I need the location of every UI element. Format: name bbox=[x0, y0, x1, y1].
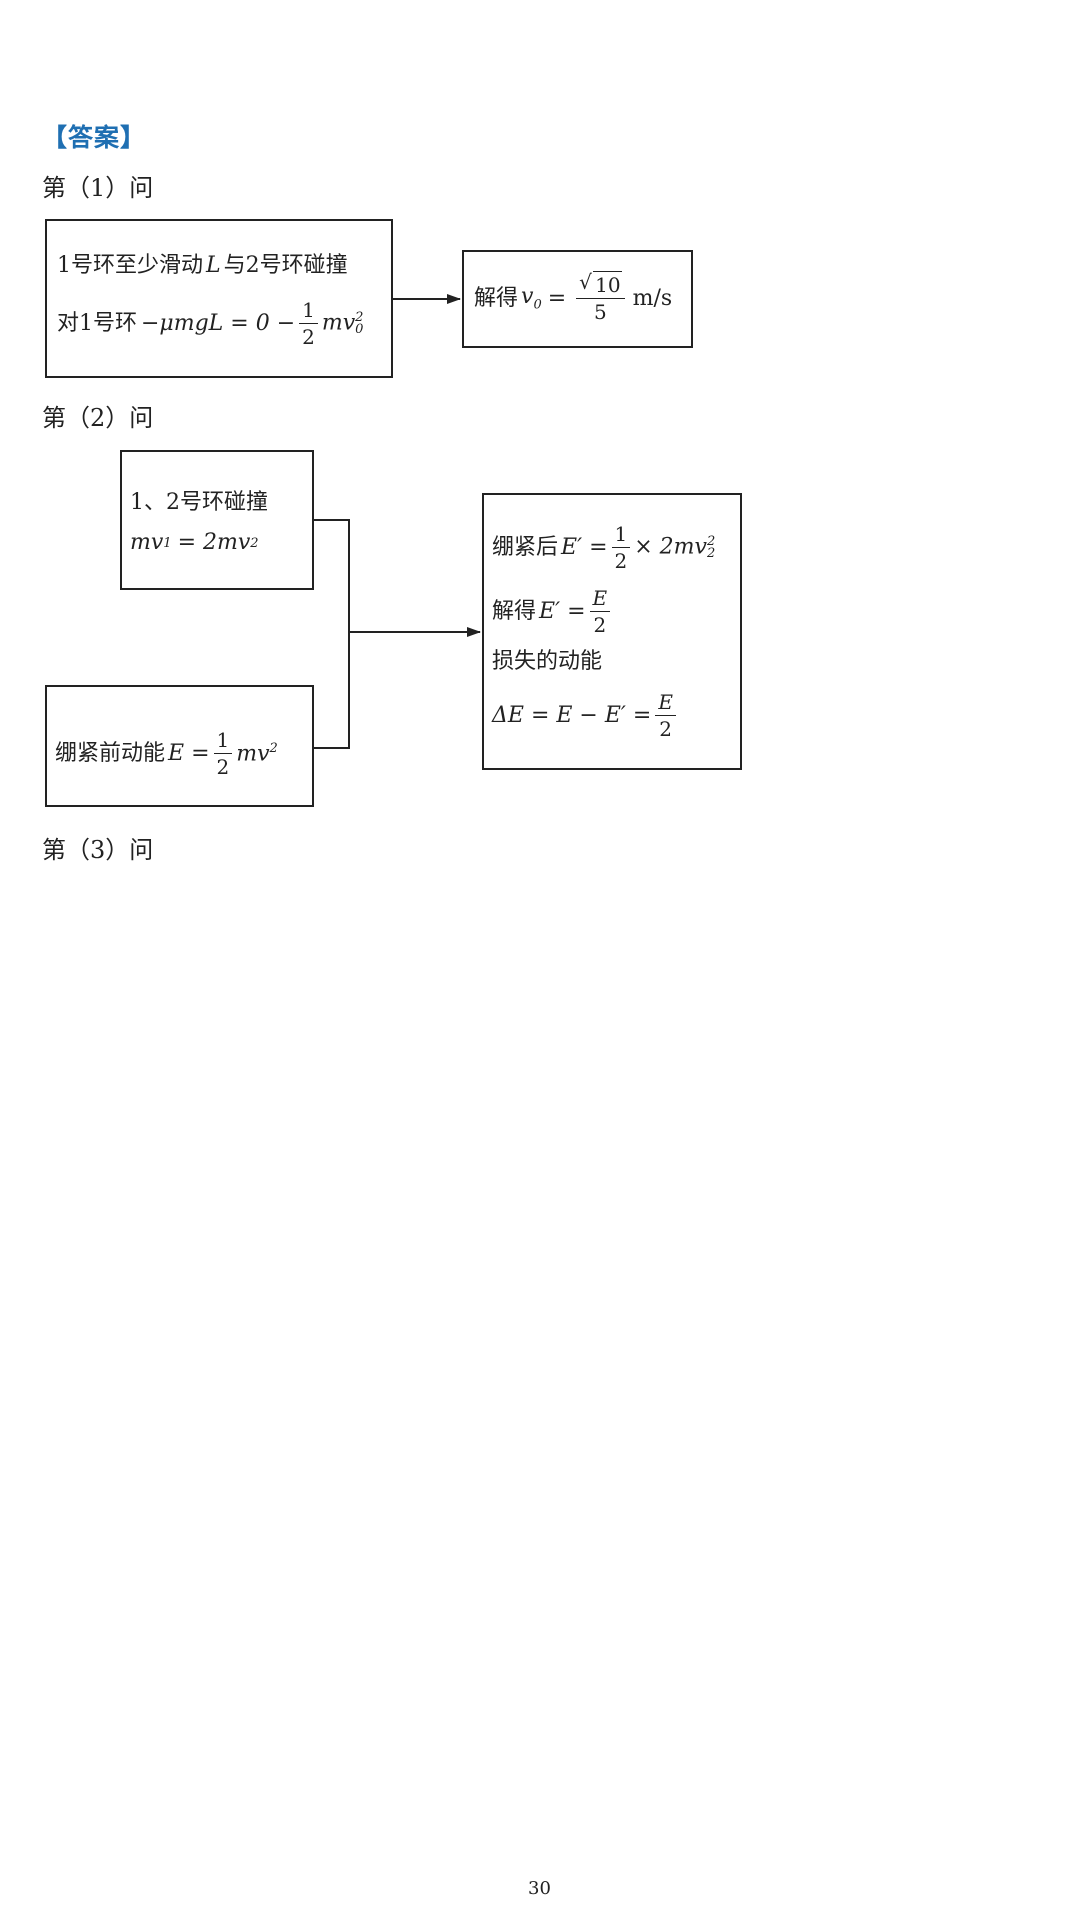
page-number: 30 bbox=[528, 1878, 551, 1899]
question-3-label: 第（3）问 bbox=[42, 836, 154, 864]
q1-equation-lhs: −μmgL = 0 − bbox=[141, 310, 296, 336]
radical-sign-icon: √ bbox=[579, 270, 592, 294]
q2-energy-after-fraction: 1 2 bbox=[611, 523, 631, 573]
q1-condition-tail: 与2号环碰撞 bbox=[223, 253, 348, 278]
equation-rhs: = 2mv bbox=[177, 530, 251, 555]
q2-energy-loss-equation: ΔE = E − E′ = bbox=[492, 702, 652, 728]
q1-condition-line-1: 1号环至少滑动 L 与2号环碰撞 bbox=[57, 255, 348, 277]
term-subscript: 2 bbox=[250, 535, 259, 551]
var-v: v bbox=[521, 283, 534, 309]
q1-result-unit: m/s bbox=[632, 285, 673, 311]
radicand: 10 bbox=[593, 271, 622, 297]
term-mv: mv bbox=[321, 310, 356, 336]
answer-heading: 【答案】 bbox=[42, 123, 147, 152]
fraction-denominator: 2 bbox=[593, 613, 607, 637]
equals-sign: = bbox=[547, 285, 567, 311]
kinetic-term: mv2 bbox=[236, 742, 278, 765]
q1-result-line: 解得 v0 = √10 5 m/s bbox=[474, 270, 673, 324]
q2-bracket-line bbox=[314, 519, 350, 749]
q2-energy-before-text: 绷紧前动能 bbox=[55, 740, 166, 766]
q1-result-prefix: 解得 bbox=[474, 285, 519, 311]
q1-variable-L: L bbox=[206, 253, 221, 278]
q1-result-box: 解得 v0 = √10 5 m/s bbox=[462, 250, 693, 348]
fraction-denominator: 2 bbox=[302, 325, 315, 349]
var-subscript: 0 bbox=[533, 297, 542, 313]
q1-equation-prefix: 对1号环 bbox=[57, 310, 137, 336]
var-E-prime: E′ = bbox=[561, 534, 608, 560]
var-E-prime: E′ = bbox=[539, 598, 586, 624]
q2-solve-line: 解得 E′ = E 2 bbox=[492, 587, 614, 636]
term-superscript: 2 bbox=[269, 740, 278, 756]
square-root: √10 bbox=[579, 270, 622, 297]
term-mv: mv bbox=[130, 530, 164, 555]
q2-energy-loss-title: 损失的动能 bbox=[492, 649, 603, 674]
fraction-numerator: 1 bbox=[611, 523, 631, 548]
q2-energy-before-line: 绷紧前动能 E = 1 2 mv2 bbox=[55, 729, 278, 778]
term-2mv: × 2mv bbox=[634, 534, 707, 560]
q2-energy-loss-fraction: E 2 bbox=[655, 691, 676, 740]
fraction-numerator: E bbox=[655, 691, 676, 716]
q2-collision-title: 1、2号环碰撞 bbox=[130, 490, 268, 515]
fraction-numerator: 1 bbox=[213, 729, 233, 754]
q2-solve-text: 解得 bbox=[492, 598, 537, 624]
fraction-denominator: 2 bbox=[659, 717, 672, 741]
fraction-numerator: 1 bbox=[299, 299, 318, 324]
term-superscript: 2 bbox=[355, 309, 364, 325]
q2-energy-after-text: 绷紧后 bbox=[492, 534, 559, 560]
q1-condition-box: 1号环至少滑动 L 与2号环碰撞 对1号环 −μmgL = 0 − 1 2 mv… bbox=[45, 219, 393, 378]
q2-energy-before-fraction: 1 2 bbox=[213, 729, 233, 779]
fraction-denominator: 2 bbox=[614, 549, 628, 573]
term-subscript: 0 bbox=[355, 321, 364, 337]
q1-condition-text: 1号环至少滑动 bbox=[57, 253, 203, 278]
q1-result-fraction: √10 5 bbox=[576, 270, 625, 324]
question-2-label: 第（2）问 bbox=[42, 404, 154, 432]
q1-equation-fraction: 1 2 bbox=[299, 299, 318, 348]
q2-solve-fraction: E 2 bbox=[589, 587, 611, 637]
term-mv: mv bbox=[236, 741, 270, 767]
term-subscript: 1 bbox=[163, 535, 172, 551]
fraction-numerator: √10 bbox=[576, 270, 625, 299]
q1-result-variable: v0 bbox=[521, 283, 542, 313]
fraction-numerator: E bbox=[589, 587, 611, 612]
var-E: E = bbox=[168, 740, 210, 766]
q2-energy-before-box: 绷紧前动能 E = 1 2 mv2 bbox=[45, 685, 314, 807]
term-subscript: 2 bbox=[706, 545, 716, 561]
term-superscript: 2 bbox=[706, 533, 716, 549]
question-1-label: 第（1）问 bbox=[42, 174, 154, 202]
fraction-denominator: 2 bbox=[216, 755, 230, 779]
q2-energy-loss-line: ΔE = E − E′ = E 2 bbox=[492, 691, 680, 740]
fraction-denominator: 5 bbox=[594, 300, 607, 324]
